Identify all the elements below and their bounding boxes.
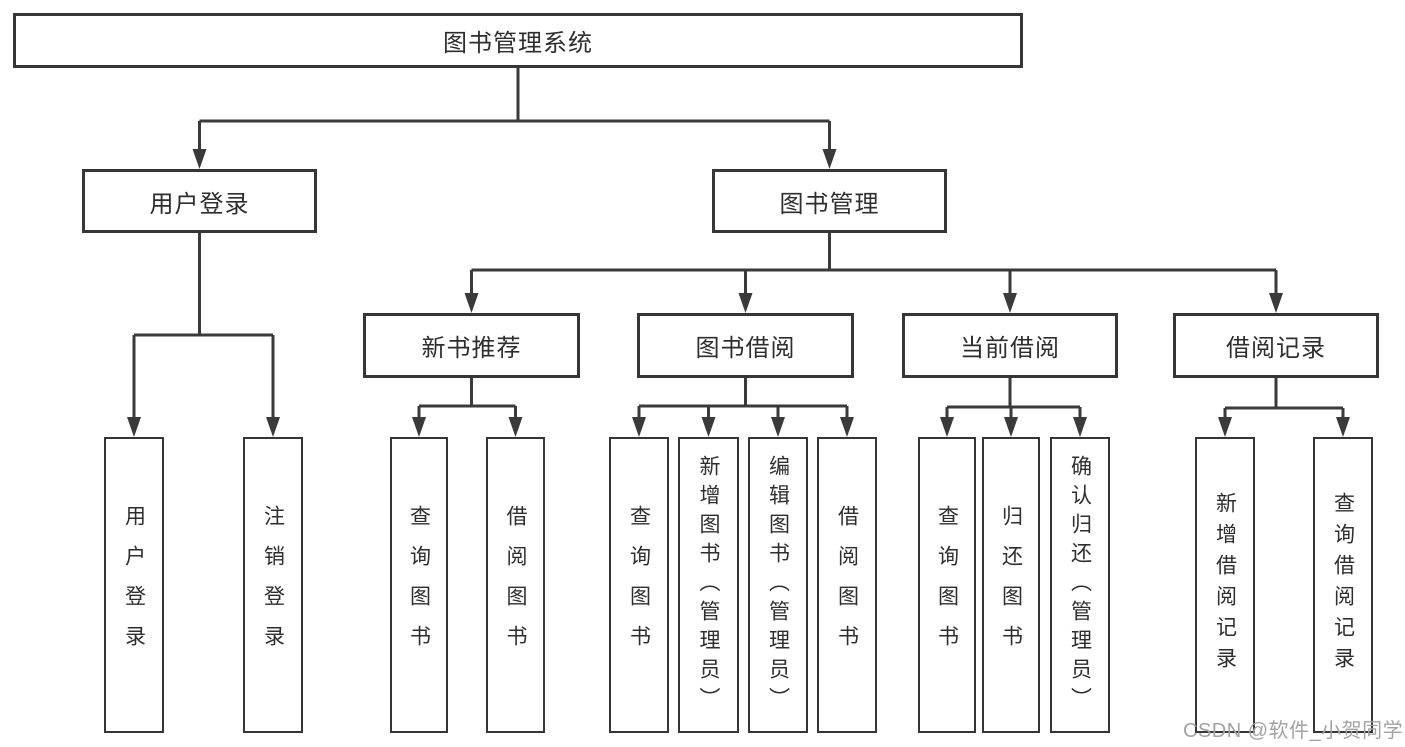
node-label: 图书借阅: [695, 335, 796, 362]
node-label: 注销登录: [261, 505, 285, 665]
node-label: 新书推荐: [421, 335, 522, 362]
node-label: 编辑图书（管理员）: [766, 454, 790, 716]
node-label: 用户登录: [149, 190, 250, 218]
node-leaf-user-login: 用户登录: [104, 437, 164, 733]
node-leaf-borrow-books: 借阅图书: [486, 437, 545, 733]
node-book-management: 图书管理: [712, 169, 947, 233]
node-label: 查询图书: [407, 505, 431, 665]
node-leaf-add-books-admin: 新增图书（管理员）: [678, 437, 739, 733]
node-leaf-borrow-books: 借阅图书: [817, 437, 877, 733]
node-label: 确认归还（管理员）: [1068, 454, 1092, 716]
node-leaf-query-borrow-record: 查询借阅记录: [1313, 437, 1373, 733]
node-library-management-system: 图书管理系统: [13, 13, 1023, 68]
node-leaf-return-books: 归还图书: [982, 437, 1040, 733]
node-leaf-query-books: 查询图书: [390, 437, 448, 733]
node-label: 查询借阅记录: [1331, 492, 1355, 678]
node-label: 借阅图书: [504, 505, 527, 665]
connector-current-borrow-children: [940, 378, 1087, 437]
node-leaf-add-borrow-record: 新增借阅记录: [1195, 437, 1255, 733]
node-book-borrowing: 图书借阅: [637, 313, 854, 378]
connector-user-login-children: [127, 233, 280, 437]
node-label: 新增图书（管理员）: [697, 454, 720, 716]
csdn-watermark: CSDN @软件_小贺同学: [1183, 720, 1404, 742]
connector-borrow-records-children: [1218, 378, 1350, 437]
node-user-login: 用户登录: [82, 169, 317, 233]
node-label: 用户登录: [122, 505, 146, 665]
node-label: 图书管理系统: [443, 30, 593, 57]
node-current-borrowing: 当前借阅: [902, 313, 1118, 378]
node-label: 归还图书: [999, 505, 1023, 665]
connector-book-management-children: [464, 233, 1283, 313]
node-label: 新增借阅记录: [1213, 492, 1237, 678]
node-leaf-query-books: 查询图书: [609, 437, 669, 733]
node-label: 当前借阅: [960, 335, 1060, 362]
node-label: 查询图书: [935, 505, 959, 665]
connector-new-book-children: [412, 378, 523, 437]
node-label: 图书管理: [779, 190, 880, 218]
connector-root-to-level2: [192, 68, 837, 169]
node-leaf-query-books: 查询图书: [918, 437, 976, 733]
node-borrowing-records: 借阅记录: [1173, 313, 1379, 378]
node-leaf-logout: 注销登录: [243, 437, 303, 733]
node-label: 借阅图书: [835, 505, 859, 665]
node-leaf-edit-books-admin: 编辑图书（管理员）: [748, 437, 808, 733]
node-leaf-confirm-return-admin: 确认归还（管理员）: [1050, 437, 1110, 733]
node-new-book-recommend: 新书推荐: [363, 313, 580, 378]
node-label: 查询图书: [627, 505, 651, 665]
connector-book-borrow-children: [632, 378, 854, 437]
node-label: 借阅记录: [1226, 335, 1326, 362]
